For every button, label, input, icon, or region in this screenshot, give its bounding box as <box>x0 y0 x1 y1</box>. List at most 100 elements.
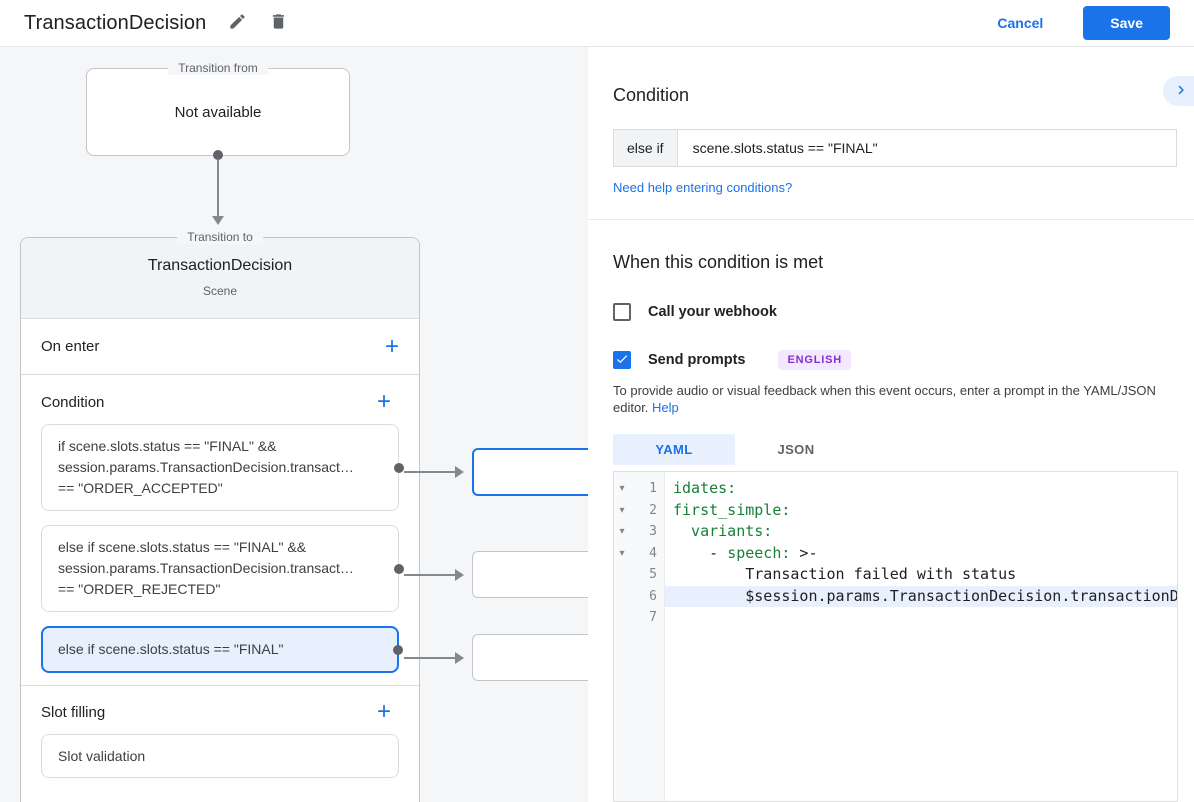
transition-target-box[interactable] <box>472 448 588 496</box>
collapse-panel-button[interactable] <box>1163 76 1194 106</box>
condition-expression-input[interactable] <box>677 130 1176 166</box>
code-line[interactable]: $session.params.TransactionDecision.tran… <box>665 585 1177 607</box>
fold-spacer <box>614 564 630 586</box>
code-line[interactable] <box>665 607 1177 629</box>
line-number: 1 <box>649 481 657 496</box>
code-line[interactable]: Transaction failed with status <box>673 565 1017 583</box>
condition-arrow-line <box>404 657 456 659</box>
fold-spacer <box>614 607 630 629</box>
trash-icon <box>269 12 288 34</box>
prompts-description: To provide audio or visual feedback when… <box>613 382 1169 416</box>
condition-card[interactable]: else if scene.slots.status == "FINAL" <box>41 626 403 673</box>
add-slot-button plus-icon[interactable]: + <box>369 700 399 724</box>
connector-dot[interactable] <box>393 644 403 655</box>
code-row: ▾ 2 first_simple: <box>614 500 1177 522</box>
tab-json[interactable]: JSON <box>777 442 815 457</box>
scene-type-label: Scene <box>202 284 238 298</box>
when-condition-heading: When this condition is met <box>613 252 824 272</box>
condition-arrow-line <box>404 471 456 473</box>
fold-arrow-icon[interactable]: ▾ <box>619 504 625 516</box>
fold-arrow-icon[interactable]: ▾ <box>619 547 625 559</box>
scene-card-header: TransactionDecision Scene <box>21 238 419 319</box>
save-button[interactable]: Save <box>1083 6 1170 40</box>
panel-divider <box>588 219 1194 220</box>
scene-flow-diagram: Transition from Not available Transition… <box>0 47 588 802</box>
code-line[interactable]: - speech: >- <box>673 543 818 562</box>
condition-card-line: session.params.TransactionDecision.trans… <box>58 459 354 475</box>
transition-to-card: Transition to TransactionDecision Scene … <box>20 230 420 802</box>
condition-arrow-head <box>455 652 464 664</box>
condition-detail-panel: Condition else if Need help entering con… <box>588 47 1194 802</box>
connector-dot[interactable] <box>394 563 404 574</box>
tab-yaml[interactable]: YAML <box>613 434 735 465</box>
on-enter-label: On enter <box>41 338 100 355</box>
code-row: 6 $session.params.TransactionDecision.tr… <box>614 585 1177 608</box>
fold-arrow-icon[interactable]: ▾ <box>619 483 625 494</box>
transition-arrow-line <box>217 160 219 217</box>
line-number: 4 <box>649 545 657 561</box>
webhook-row: Call your webhook <box>613 303 1194 321</box>
slot-filling-label: Slot filling <box>41 703 106 721</box>
call-webhook-checkbox[interactable] <box>613 303 631 321</box>
panel-heading: Condition <box>613 85 690 105</box>
code-line[interactable]: variants: <box>673 522 773 540</box>
condition-card-line: else if scene.slots.status == "FINAL" <box>58 641 284 657</box>
fold-spacer <box>614 586 630 608</box>
send-prompts-checkbox[interactable] <box>613 351 631 369</box>
slot-validation-card[interactable]: Slot validation <box>41 734 399 778</box>
condition-arrow-head <box>455 466 464 478</box>
chevron-right-icon <box>1172 81 1190 102</box>
condition-card[interactable]: else if scene.slots.status == "FINAL" &&… <box>41 525 404 612</box>
add-condition-button plus-icon[interactable]: + <box>369 390 399 414</box>
condition-card-line: == "ORDER_ACCEPTED" <box>58 480 223 496</box>
cancel-button[interactable]: Cancel <box>991 14 1049 32</box>
line-number: 7 <box>649 610 657 625</box>
transition-target-box[interactable] <box>472 551 588 598</box>
code-line[interactable]: first_simple: <box>673 500 791 519</box>
conditions-help-link[interactable]: Need help entering conditions? <box>613 180 793 195</box>
on-enter-row[interactable]: On enter + <box>21 319 419 375</box>
transition-target-box[interactable] <box>472 634 588 681</box>
editor-gutter <box>614 472 665 801</box>
pencil-icon <box>228 12 247 34</box>
code-row: 7 <box>614 607 1177 629</box>
transition-arrow-head <box>212 216 224 225</box>
yaml-code-editor[interactable]: ▾ 1 idates: ▾ 2 first_simple: ▾ 3 variants: ▾ 4 -… <box>613 471 1178 802</box>
send-prompts-label: Send prompts <box>648 352 746 368</box>
prompts-description-text: To provide audio or visual feedback when… <box>613 383 1156 415</box>
connector-dot[interactable] <box>213 150 223 160</box>
add-on-enter-button plus-icon[interactable]: + <box>377 334 407 358</box>
condition-expression-row: else if <box>613 129 1177 167</box>
checkmark-icon <box>615 352 629 369</box>
page-title: TransactionDecision <box>24 11 207 34</box>
slot-card-list: Slot validation <box>41 734 399 778</box>
code-row: ▾ 1 idates: <box>614 478 1177 500</box>
condition-card-line: if scene.slots.status == "FINAL" && <box>58 438 277 454</box>
connector-dot[interactable] <box>394 462 404 473</box>
code-row: ▾ 4 - speech: >- <box>614 543 1177 565</box>
help-link[interactable]: Help <box>652 400 679 415</box>
code-line[interactable]: idates: <box>673 479 737 497</box>
slot-filling-section: Slot filling + Slot validation <box>21 686 419 790</box>
send-prompts-row: Send prompts ENGLISH <box>613 350 1194 370</box>
transition-from-box: Transition from Not available <box>86 61 350 160</box>
condition-card[interactable]: if scene.slots.status == "FINAL" && sessi… <box>41 424 404 511</box>
line-number: 5 <box>649 567 657 582</box>
code-line-list: ▾ 1 idates: ▾ 2 first_simple: ▾ 3 variants: ▾ 4 -… <box>614 472 1177 629</box>
call-webhook-label: Call your webhook <box>648 304 777 320</box>
line-number: 3 <box>649 524 657 539</box>
transition-from-value: Not available <box>174 103 262 121</box>
condition-card-line: session.params.TransactionDecision.trans… <box>58 560 354 576</box>
code-row: ▾ 3 variants: <box>614 521 1177 543</box>
condition-card-list: if scene.slots.status == "FINAL" && sessi… <box>41 424 404 673</box>
top-bar: TransactionDecision Cancel Save <box>0 0 1194 47</box>
condition-arrow-head <box>455 569 464 581</box>
fold-arrow-icon[interactable]: ▾ <box>619 526 625 537</box>
edit-scene-button[interactable] <box>228 12 247 34</box>
transition-from-legend: Transition from <box>168 61 268 75</box>
line-number: 6 <box>649 588 657 604</box>
line-number: 2 <box>649 502 657 518</box>
transition-to-legend: Transition to <box>177 230 263 244</box>
condition-prefix-label: else if <box>614 130 678 166</box>
delete-scene-button[interactable] <box>269 12 288 34</box>
